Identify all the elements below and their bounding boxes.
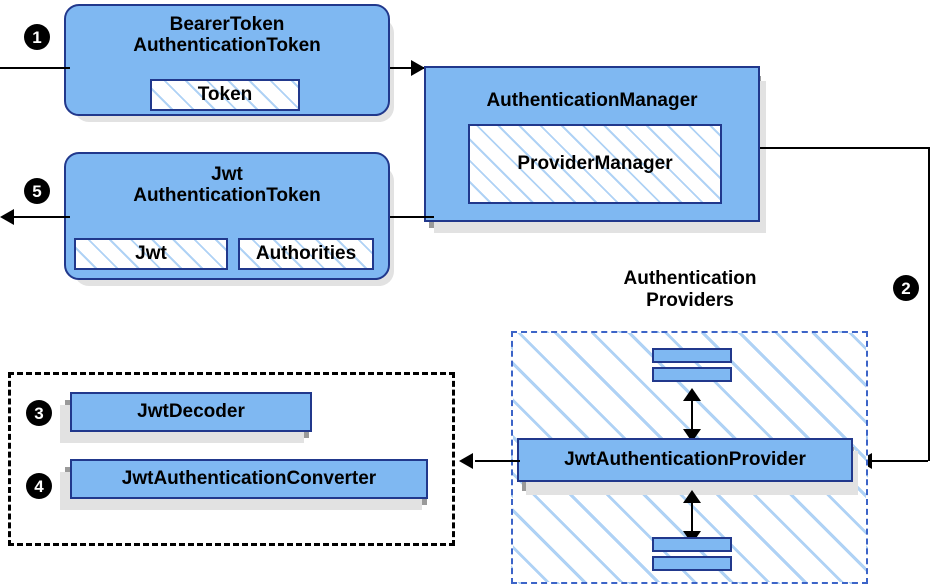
inner-panel-jwt-label: Jwt: [135, 243, 167, 264]
step-badge-2-digit: 2: [901, 278, 911, 298]
connector-provider-down-shaft: [691, 499, 693, 534]
arrowhead-provider-to-support: [459, 453, 473, 469]
auth-manager-title: AuthenticationManager: [486, 90, 698, 111]
inner-panel-token-label: Token: [197, 84, 253, 105]
inner-panel-provider-manager-label: ProviderManager: [517, 153, 673, 174]
step-badge-4: 4: [26, 473, 52, 499]
bearer-token-title-line1: BearerToken: [169, 14, 285, 35]
connector-provider-up-shaft: [691, 397, 693, 432]
arrowhead-provider-up: [683, 388, 701, 401]
jwt-token-title-line1: Jwt: [211, 164, 243, 185]
jwt-authentication-provider-label: JwtAuthenticationProvider: [564, 449, 806, 471]
authentication-providers-label: Authentication Providers: [590, 268, 790, 312]
connector-response-out: [14, 216, 70, 218]
step-badge-1: 1: [24, 24, 50, 50]
node-jwt-decoder[interactable]: JwtDecoder: [70, 392, 312, 432]
connector-manager-to-jwt-token: [390, 216, 434, 218]
jwt-authentication-converter-label: JwtAuthenticationConverter: [121, 468, 377, 490]
connector-manager-right: [760, 147, 930, 149]
inner-panel-authorities-label: Authorities: [255, 243, 357, 264]
arrowhead-bearer-to-manager: [411, 60, 425, 76]
arrowhead-provider-up-bottom: [683, 490, 701, 503]
provider-placeholder-bar-bottom-1: [652, 537, 732, 552]
step-badge-3: 3: [26, 400, 52, 426]
step-badge-3-digit: 3: [34, 403, 44, 423]
provider-placeholder-bar-top-1: [652, 348, 732, 363]
connector-bearer-to-manager: [390, 67, 425, 69]
provider-placeholder-bar-top-2: [652, 367, 732, 382]
jwt-token-title-line2: AuthenticationToken: [133, 185, 321, 207]
connector-provider-to-support: [475, 460, 520, 462]
jwt-decoder-label: JwtDecoder: [137, 401, 245, 423]
inner-panel-authorities: Authorities: [238, 238, 374, 270]
jwt-support-group: [8, 372, 455, 546]
arrowhead-response-out: [0, 209, 14, 225]
inner-panel-provider-manager: ProviderManager: [468, 124, 722, 204]
step-badge-2: 2: [893, 275, 919, 301]
connector-request-in: [0, 67, 70, 69]
authentication-providers-label-line2: Providers: [646, 289, 734, 311]
bearer-token-title-line2: AuthenticationToken: [133, 35, 321, 57]
authentication-providers-label-line1: Authentication: [623, 268, 757, 289]
step-badge-5: 5: [24, 178, 50, 204]
step-badge-5-digit: 5: [32, 181, 42, 201]
inner-panel-jwt: Jwt: [74, 238, 228, 270]
step-badge-1-digit: 1: [32, 27, 42, 47]
connector-right-down: [928, 147, 930, 461]
step-badge-4-digit: 4: [34, 476, 44, 496]
node-jwt-authentication-provider[interactable]: JwtAuthenticationProvider: [517, 438, 853, 482]
node-jwt-authentication-converter[interactable]: JwtAuthenticationConverter: [70, 459, 428, 499]
connector-into-provider: [870, 460, 928, 462]
inner-panel-token: Token: [150, 79, 300, 111]
provider-placeholder-bar-bottom-2: [652, 556, 732, 571]
